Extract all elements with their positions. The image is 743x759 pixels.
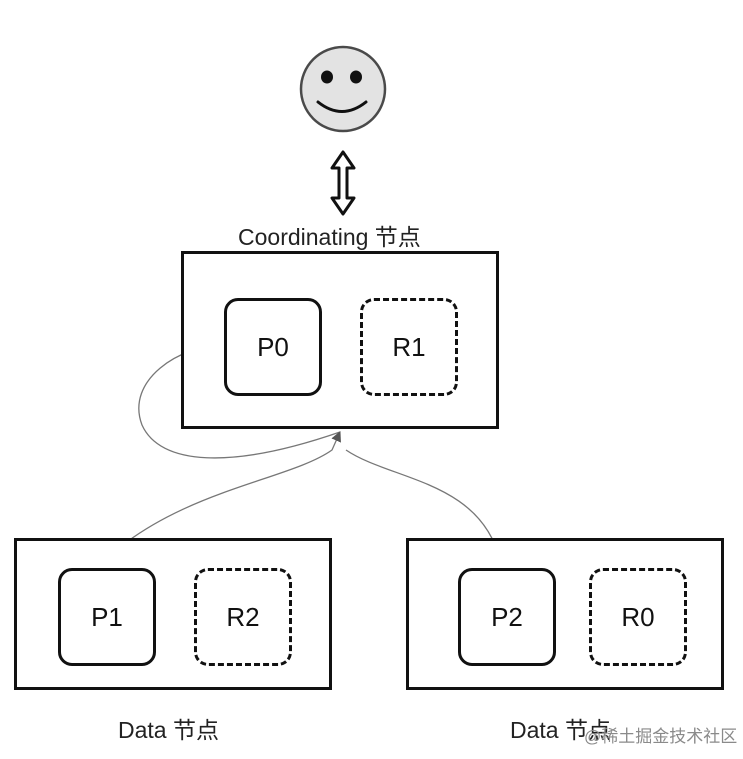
data-node-1: P1 R2 [14, 538, 332, 690]
data-node-1-label: Data 节点 [118, 717, 219, 743]
shard-r0-label: R0 [621, 601, 655, 632]
smiley-face-icon [299, 45, 387, 133]
shard-p1-label: P1 [91, 601, 123, 632]
shard-p0-label: P0 [257, 331, 289, 362]
shard-r2: R2 [194, 568, 292, 666]
data-node-2: P2 R0 [406, 538, 724, 690]
arrow-to-data-node-1 [104, 431, 341, 561]
shard-p1: P1 [58, 568, 156, 666]
shard-r0: R0 [589, 568, 687, 666]
shard-r1-label: R1 [392, 331, 426, 362]
coordinating-node: P0 R1 [181, 251, 499, 429]
watermark: @稀土掘金技术社区 [584, 727, 738, 746]
shard-p2: P2 [458, 568, 556, 666]
double-arrow-icon [330, 150, 356, 216]
shard-r2-label: R2 [226, 601, 260, 632]
arrow-to-data-node-2 [345, 449, 503, 562]
shard-p0: P0 [224, 298, 322, 396]
shard-r1: R1 [360, 298, 458, 396]
data-node-2-label: Data 节点 [510, 717, 611, 743]
coordinating-node-label: Coordinating 节点 [238, 224, 421, 250]
shard-p2-label: P2 [491, 601, 523, 632]
